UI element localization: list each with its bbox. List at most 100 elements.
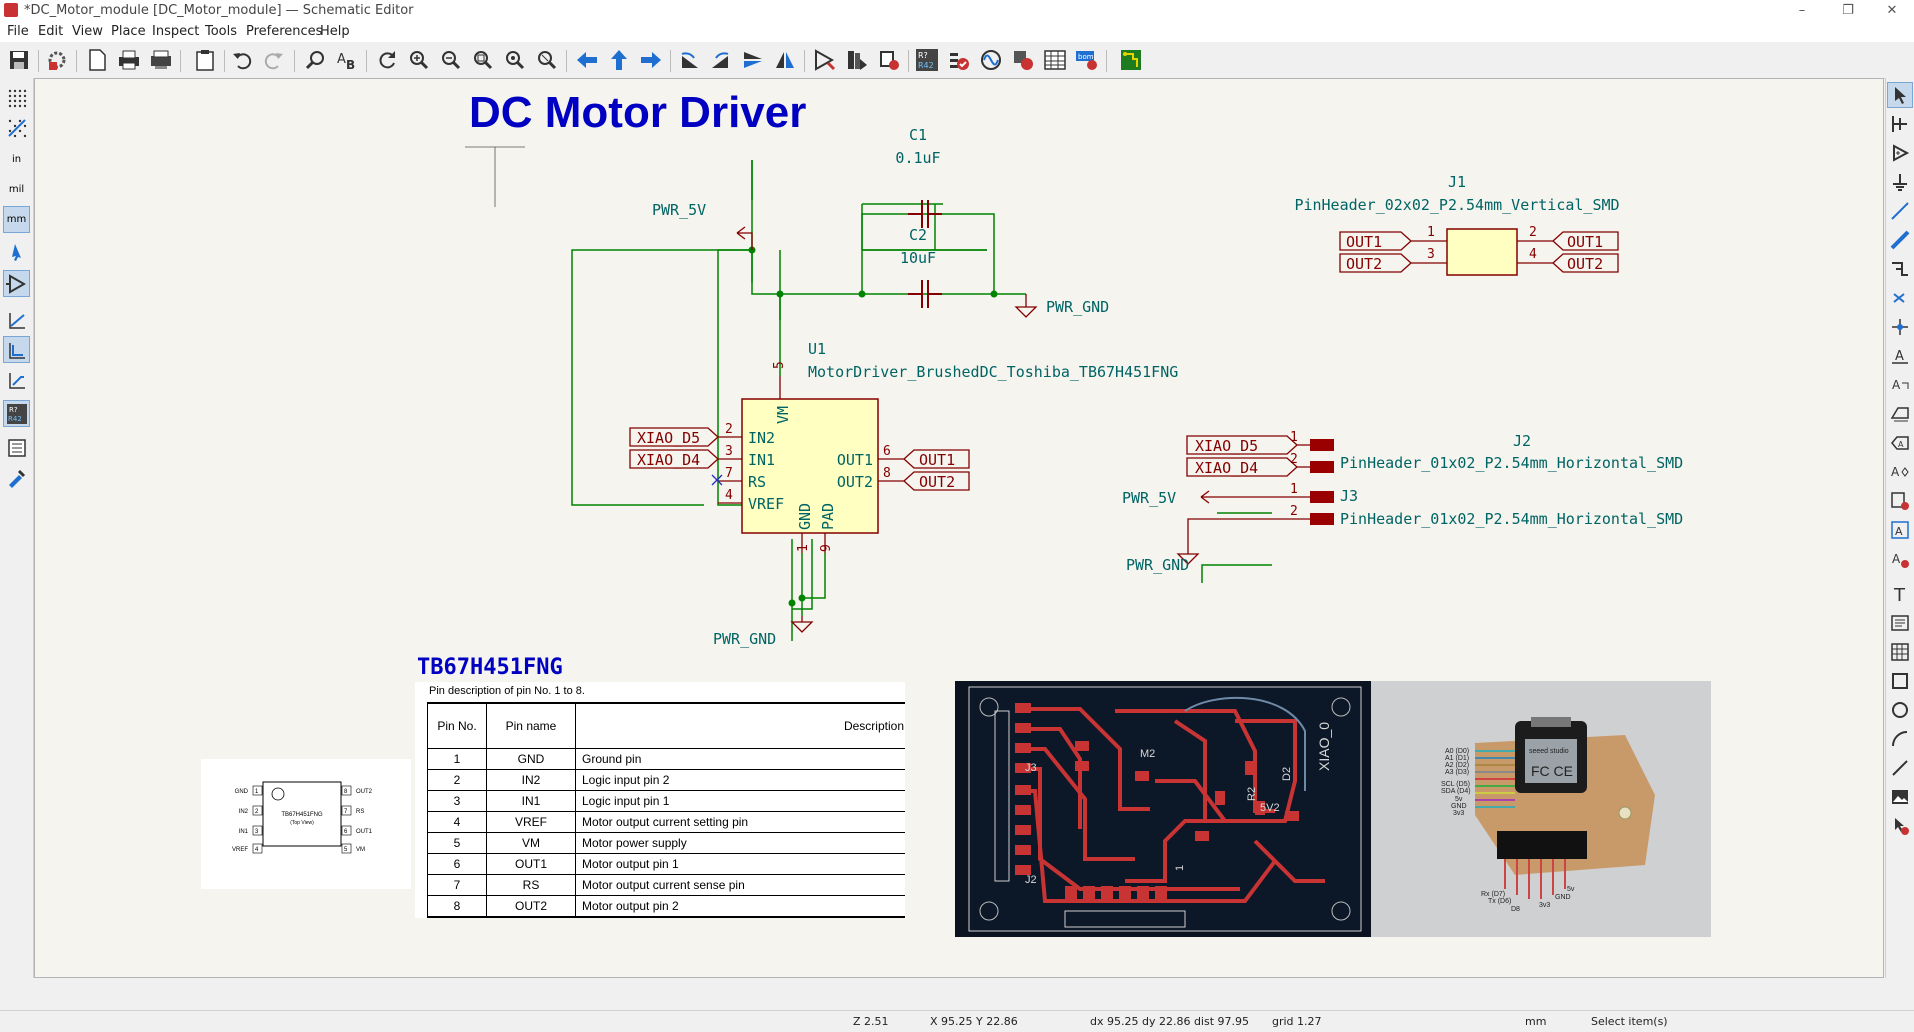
grid-overrides-icon[interactable]: [3, 114, 30, 141]
erc-icon[interactable]: [946, 47, 972, 73]
symbol-editor-icon[interactable]: [812, 47, 838, 73]
plot-icon[interactable]: [148, 47, 174, 73]
annotate-icon[interactable]: R?R42: [914, 47, 940, 73]
svg-text:6: 6: [344, 829, 348, 835]
svg-text:bom: bom: [1078, 53, 1094, 61]
add-bus-entry-icon[interactable]: [1887, 256, 1913, 282]
line-mode-45-icon[interactable]: [3, 366, 30, 393]
add-junction-icon[interactable]: [1887, 314, 1913, 340]
svg-text:5v: 5v: [1567, 886, 1575, 893]
menu-inspect[interactable]: Inspect: [152, 24, 200, 39]
svg-text:7: 7: [725, 466, 733, 481]
svg-text:Rx (D7): Rx (D7): [1481, 891, 1505, 898]
symbol-library-icon[interactable]: [844, 47, 870, 73]
add-sheet-pin-icon[interactable]: A: [1887, 546, 1913, 572]
menu-tools[interactable]: Tools: [205, 24, 238, 39]
select-tool-icon[interactable]: [1887, 82, 1913, 108]
zoom-out-icon[interactable]: [438, 47, 464, 73]
add-circle-icon[interactable]: [1887, 697, 1913, 723]
rotate-cw-icon[interactable]: [708, 47, 734, 73]
add-bus-icon[interactable]: [1887, 227, 1913, 253]
refresh-icon[interactable]: [374, 47, 400, 73]
mirror-horizontal-icon[interactable]: [772, 47, 798, 73]
add-hier-label-icon[interactable]: A: [1887, 430, 1913, 456]
units-mil-button[interactable]: mil: [3, 176, 30, 203]
add-text-icon[interactable]: T: [1887, 581, 1913, 607]
footprint-assign-icon[interactable]: [876, 47, 902, 73]
menu-edit[interactable]: Edit: [38, 24, 64, 39]
mirror-vertical-icon[interactable]: [740, 47, 766, 73]
add-image-icon[interactable]: [1887, 784, 1913, 810]
left-toolbar: in mil mm R?R42: [0, 78, 34, 978]
paste-icon[interactable]: [192, 47, 218, 73]
svg-text:MotorDriver_BrushedDC_Toshiba_: MotorDriver_BrushedDC_Toshiba_TB67H451FN…: [808, 363, 1178, 381]
navigate-back-icon[interactable]: [574, 47, 600, 73]
page-settings-icon[interactable]: [84, 47, 110, 73]
add-line-icon[interactable]: [1887, 755, 1913, 781]
navigate-forward-icon[interactable]: [638, 47, 664, 73]
delete-tool-icon[interactable]: [1887, 813, 1913, 839]
hierarchy-navigator-icon[interactable]: [3, 434, 30, 461]
zoom-in-icon[interactable]: [406, 47, 432, 73]
svg-text:U1: U1: [808, 340, 826, 358]
grid-toggle-icon[interactable]: [3, 84, 30, 111]
zoom-fit-icon[interactable]: [470, 47, 496, 73]
zoom-selection-icon[interactable]: [534, 47, 560, 73]
rotate-ccw-icon[interactable]: [676, 47, 702, 73]
menu-file[interactable]: File: [7, 24, 29, 39]
menu-help[interactable]: Help: [320, 24, 350, 39]
minimize-icon[interactable]: –: [1798, 3, 1806, 18]
add-sheet-icon[interactable]: [1887, 488, 1913, 514]
menu-view[interactable]: View: [72, 24, 103, 39]
simulator-icon[interactable]: [978, 47, 1004, 73]
menu-preferences[interactable]: Preferences: [246, 24, 323, 39]
zoom-objects-icon[interactable]: [502, 47, 528, 73]
add-label-icon[interactable]: A: [1887, 343, 1913, 369]
close-icon[interactable]: ✕: [1886, 3, 1898, 18]
schematic-setup-icon[interactable]: [44, 47, 70, 73]
bom-table-icon[interactable]: [1042, 47, 1068, 73]
properties-panel-icon[interactable]: [3, 464, 30, 491]
add-power-icon[interactable]: [1887, 169, 1913, 195]
add-wire-icon[interactable]: [1887, 198, 1913, 224]
units-mm-button[interactable]: mm: [3, 206, 30, 233]
svg-text:IN1: IN1: [748, 451, 775, 469]
add-global-label-icon[interactable]: [1887, 401, 1913, 427]
no-connect-icon[interactable]: [1887, 285, 1913, 311]
find-icon[interactable]: [302, 47, 328, 73]
gnd-symbol-u1: PWR_GND: [713, 616, 814, 648]
add-rectangle-icon[interactable]: [1887, 668, 1913, 694]
annotation-toggle-icon[interactable]: R?R42: [3, 400, 30, 427]
redo-icon[interactable]: [261, 47, 287, 73]
bom-generate-icon[interactable]: bom: [1074, 47, 1100, 73]
print-icon[interactable]: [116, 47, 142, 73]
line-mode-free-icon[interactable]: [3, 306, 30, 333]
svg-text:1: 1: [255, 789, 259, 795]
navigate-up-icon[interactable]: [606, 47, 632, 73]
schematic-canvas[interactable]: DC Motor Driver: [34, 78, 1884, 978]
add-directive-label-icon[interactable]: A: [1887, 459, 1913, 485]
add-net-class-icon[interactable]: A: [1887, 372, 1913, 398]
add-symbol-icon[interactable]: [1887, 140, 1913, 166]
units-inch-button[interactable]: in: [3, 146, 30, 173]
cursor-crosshair-icon[interactable]: [3, 238, 30, 265]
col-pin-no: Pin No.: [427, 702, 487, 749]
svg-text:VREF: VREF: [232, 847, 248, 853]
line-mode-90-icon[interactable]: [3, 336, 30, 363]
restore-icon[interactable]: ❐: [1842, 3, 1854, 18]
add-arc-icon[interactable]: [1887, 726, 1913, 752]
footprint-editor-icon[interactable]: [1010, 47, 1036, 73]
menu-place[interactable]: Place: [111, 24, 146, 39]
undo-icon[interactable]: [229, 47, 255, 73]
pcb-editor-icon[interactable]: [1118, 47, 1144, 73]
add-table-icon[interactable]: [1887, 639, 1913, 665]
cursor-crosshair: [465, 146, 525, 207]
add-textbox-icon[interactable]: [1887, 610, 1913, 636]
show-pins-icon[interactable]: [3, 270, 30, 297]
highlight-net-icon[interactable]: [1887, 111, 1913, 137]
import-sheet-pin-icon[interactable]: A: [1887, 517, 1913, 543]
save-icon[interactable]: [6, 47, 32, 73]
